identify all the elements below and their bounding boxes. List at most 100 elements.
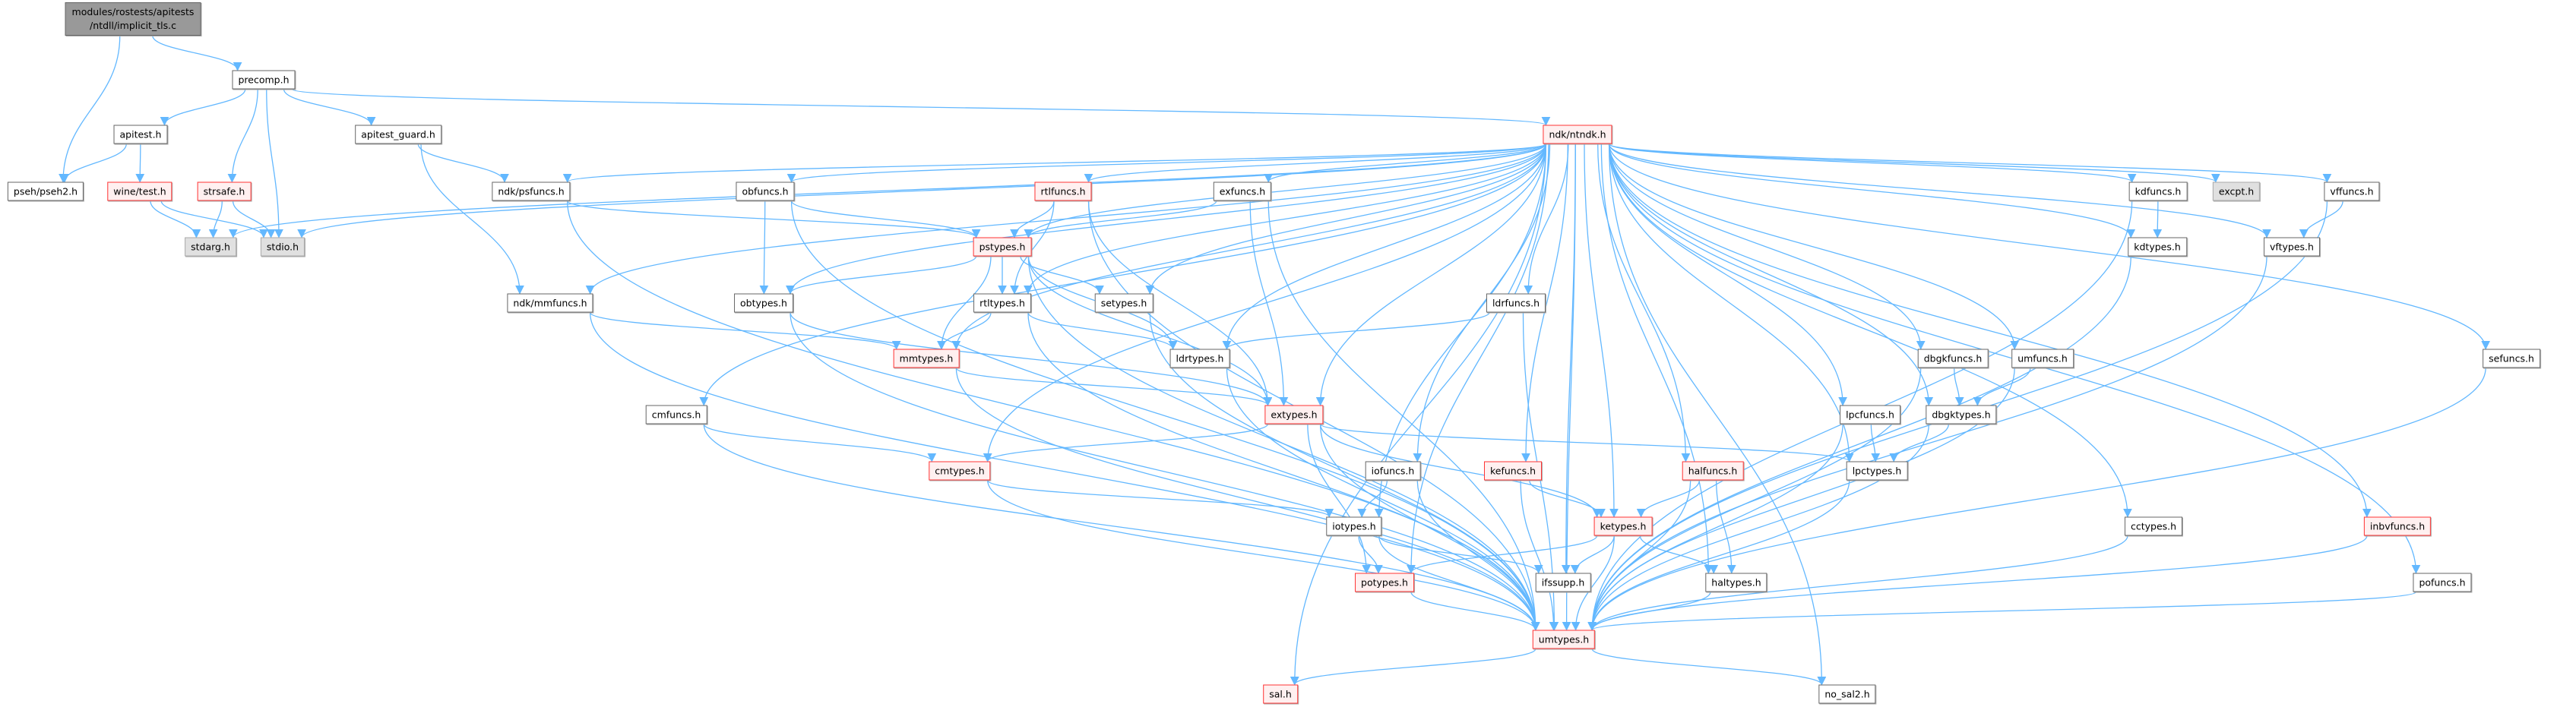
node-stdio[interactable]: stdio.h [260,237,305,257]
node-lpctypes[interactable]: lpctypes.h [1846,461,1908,481]
node-haltypes[interactable]: haltypes.h [1705,573,1767,592]
node-kdtypes[interactable]: kdtypes.h [2128,237,2187,257]
node-rtlfuncs[interactable]: rtlfuncs.h [1034,181,1092,201]
edge-ntndk-to-ldrtypes [1222,144,1547,350]
edge-ntndk-to-rtlfuncs [1084,143,1547,183]
node-umtypes[interactable]: umtypes.h [1532,630,1596,649]
node-cmtypes[interactable]: cmtypes.h [929,461,991,481]
node-ldrtypes[interactable]: ldrtypes.h [1169,349,1230,368]
node-pofuncs[interactable]: pofuncs.h [2413,573,2472,592]
node-stdarg[interactable]: stdarg.h [185,237,236,257]
edge-strsafe-to-stdarg [208,200,223,238]
node-root[interactable]: modules/rostests/apitests /ntdll/implici… [65,2,201,36]
edge-strsafe-to-stdio [232,200,276,238]
node-inbvfuncs[interactable]: inbvfuncs.h [2363,516,2432,536]
edge-ntndk-to-excpt [1608,143,2220,183]
edge-psfuncs-to-pstypes [566,200,981,238]
node-mmtypes[interactable]: mmtypes.h [893,349,960,368]
node-ifssupp[interactable]: ifssupp.h [1535,573,1591,592]
node-wine[interactable]: wine/test.h [107,181,172,201]
node-kefuncs[interactable]: kefuncs.h [1483,461,1543,481]
edge-precomp-to-ntndk [291,88,1550,126]
node-setypes[interactable]: setypes.h [1094,293,1154,313]
node-vftypes[interactable]: vftypes.h [2264,237,2320,257]
node-umfuncs[interactable]: umfuncs.h [2011,349,2074,368]
node-rtltypes[interactable]: rtltypes.h [973,293,1031,313]
node-kdfuncs[interactable]: kdfuncs.h [2128,181,2188,201]
node-extypes[interactable]: extypes.h [1264,405,1324,425]
node-iofuncs[interactable]: iofuncs.h [1365,461,1421,481]
node-precomp[interactable]: precomp.h [232,70,296,90]
edge-ntndk-to-stdio [297,144,1547,238]
node-pseh[interactable]: pseh/pseh2.h [7,181,84,201]
edge-vffuncs-to-vftypes [2299,200,2343,238]
edge-cctypes-to-umtypes [1587,535,2128,631]
edge-ntndk-to-ldrfuncs [1524,144,1569,295]
node-apitest-guard[interactable]: apitest_guard.h [355,125,441,144]
node-no-sal2[interactable]: no_sal2.h [1818,684,1876,704]
node-sefuncs[interactable]: sefuncs.h [2483,349,2540,368]
edge-ketypes-to-potypes [1407,535,1598,574]
node-mmfuncs[interactable]: ndk/mmfuncs.h [507,293,593,313]
edge-rtlfuncs-to-extypes [1087,200,1273,406]
node-strsafe[interactable]: strsafe.h [197,181,252,201]
edge-umtypes-to-sal [1290,648,1536,686]
edge-mmfuncs-to-mmtypes [589,311,901,350]
node-iotypes[interactable]: iotypes.h [1326,516,1382,536]
edge-ntndk-to-umtypes [1562,144,1576,631]
edge-ntndk-to-no_sal2 [1608,144,1827,686]
edge-extypes-to-lpctypes [1319,423,1854,462]
edge-ntndk-to-dbgkfuncs [1608,144,1926,350]
edge-iotypes-to-potypes [1358,535,1383,574]
edge-ntndk-to-sefuncs [1608,144,2490,350]
node-cctypes[interactable]: cctypes.h [2124,516,2183,536]
edge-ntndk-to-kdtypes [1608,144,2135,238]
edge-potypes-to-umtypes [1410,592,1540,631]
node-potypes[interactable]: potypes.h [1355,573,1414,592]
edge-pstypes-to-extypes [1027,256,1273,406]
node-obtypes[interactable]: obtypes.h [734,293,793,313]
edge-dbgktypes-to-umtypes [1587,424,1929,631]
edge-pstypes-to-mmtypes [937,256,992,350]
node-apitest[interactable]: apitest.h [113,125,168,144]
edge-rtltypes-to-mmtypes [937,312,992,350]
edge-iofuncs-to-iotypes [1357,480,1388,518]
edge-obtypes-to-extypes [790,312,1273,406]
edge-ntndk-to-halfuncs [1597,144,1691,462]
node-obfuncs[interactable]: obfuncs.h [736,181,795,201]
edge-wine-to-stdarg [150,200,201,238]
node-halfuncs[interactable]: halfuncs.h [1682,461,1744,481]
edge-ldrfuncs-to-ldrtypes [1222,311,1490,350]
edge-vftypes-to-umtypes [1587,256,2267,631]
edge-iotypes-to-ifssupp [1378,535,1543,574]
node-excpt[interactable]: excpt.h [2212,181,2261,201]
edge-ntndk-to-obfuncs [787,143,1547,183]
edge-extypes-to-umtypes [1319,424,1540,631]
edge-cmfuncs-to-umtypes [703,424,1540,631]
node-psfuncs[interactable]: ndk/psfuncs.h [492,181,571,201]
edge-umtypes-to-no_sal2 [1591,649,1827,686]
edge-cmtypes-to-umtypes [987,480,1540,631]
edge-ntndk-to-obtypes [786,144,1547,295]
node-sal[interactable]: sal.h [1263,684,1298,704]
node-ldrfuncs[interactable]: ldrfuncs.h [1486,293,1546,313]
node-dbgktypes[interactable]: dbgktypes.h [1926,405,1997,425]
node-exfuncs[interactable]: exfuncs.h [1213,181,1272,201]
edge-extypes-to-cmtypes [983,423,1269,462]
edge-kefuncs-to-ketypes [1529,480,1606,518]
edge-ntndk-to-umfuncs [1608,144,2019,350]
edge-mmfuncs-to-umtypes [589,312,1540,631]
node-cmfuncs[interactable]: cmfuncs.h [645,405,707,425]
edge-ntndk-to-exfuncs [1264,143,1547,183]
node-ntndk[interactable]: ndk/ntndk.h [1543,125,1612,144]
edge-precomp-to-apitest [160,89,246,126]
node-vffuncs[interactable]: vffuncs.h [2324,181,2380,201]
node-dbgkfuncs[interactable]: dbgkfuncs.h [1917,349,1989,368]
node-lpcfuncs[interactable]: lpcfuncs.h [1840,405,1900,425]
edge-ntndk-to-ketypes [1584,144,1619,518]
edge-obfuncs-to-umtypes [790,200,1540,631]
node-ketypes[interactable]: ketypes.h [1593,516,1653,536]
node-pstypes[interactable]: pstypes.h [973,237,1032,257]
edge-precomp-to-strsafe [227,89,258,183]
